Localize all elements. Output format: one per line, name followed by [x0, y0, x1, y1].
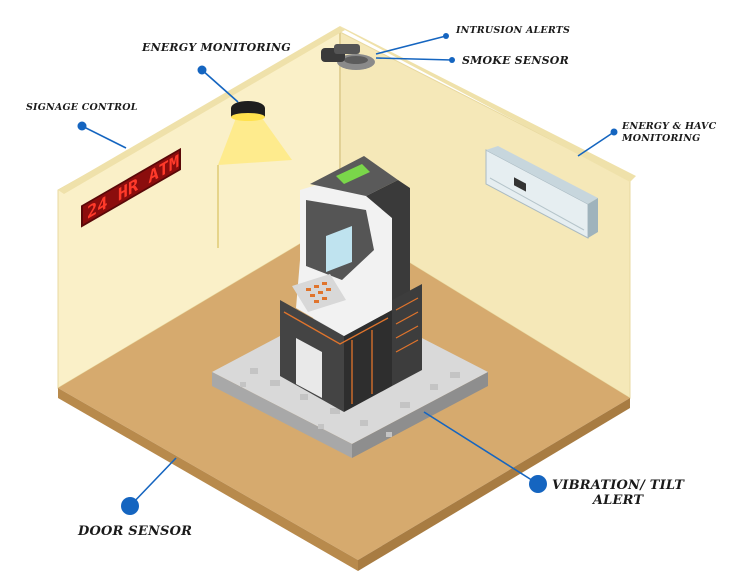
floor-edge-left — [58, 388, 358, 571]
label-smoke-sensor: SMOKE SENSOR — [462, 54, 569, 67]
label-intrusion-alerts: INTRUSION ALERTS — [456, 25, 571, 36]
sign-board — [81, 147, 181, 228]
right-wall-trim — [340, 26, 636, 182]
label-door-sensor: DOOR SENSOR — [78, 524, 193, 539]
ac-vent — [489, 177, 585, 231]
pointer-line-energy-havc — [577, 131, 615, 157]
atm-screen — [326, 226, 352, 272]
ac-top — [486, 146, 598, 204]
dot-vibration — [529, 475, 547, 493]
label-vibration-line2: ALERT — [592, 493, 644, 508]
smoke-sensor-ring — [344, 56, 368, 64]
label-vibration-tilt-alert: VIBRATION/ TILT ALERT — [552, 478, 684, 508]
air-conditioner — [485, 146, 598, 239]
label-vibration-line1: VIBRATION/ TILT — [552, 478, 685, 493]
ac-side — [588, 198, 598, 238]
dot-smoke-sensor — [449, 57, 455, 63]
ac-display — [514, 177, 526, 192]
ceiling-lamp-shade — [231, 108, 265, 117]
dot-intrusion-alerts — [443, 33, 449, 39]
left-wall-trim — [58, 26, 345, 194]
ceiling-lamp-glow — [231, 113, 265, 121]
label-energy-monitoring: ENERGY MONITORING — [142, 41, 291, 54]
dot-energy-monitoring — [197, 65, 207, 75]
pointer-line-vibration — [423, 411, 539, 485]
pointer-line-intrusion-alerts — [375, 35, 447, 55]
intrusion-camera-body — [334, 44, 360, 54]
atm-door — [296, 338, 322, 398]
floor-edge-right — [358, 398, 630, 571]
label-energy-havc: ENERGY & HAVC MONITORING — [622, 121, 716, 145]
dot-energy-havc — [610, 128, 618, 136]
atm-cabinet-vents — [395, 297, 419, 353]
label-energy-havc-line2: MONITORING — [622, 133, 701, 144]
light-cone — [218, 118, 292, 165]
atm-keypad — [306, 282, 331, 303]
atm-cabinet-front — [392, 284, 422, 386]
dot-door-sensor — [121, 497, 139, 515]
atm-status-light — [336, 164, 370, 184]
pointer-line-energy-monitoring — [201, 69, 239, 103]
dot-signage-control — [77, 121, 87, 131]
atm-right-tower — [366, 180, 410, 320]
pointer-dots — [77, 33, 618, 515]
pointer-line-door-sensor — [129, 457, 177, 507]
pointer-lines — [81, 35, 615, 507]
pointer-line-signage-control — [81, 125, 127, 149]
atm-machine — [280, 156, 422, 412]
pointer-line-smoke-sensor — [375, 57, 453, 61]
platform-left — [212, 372, 352, 458]
label-energy-havc-line1: ENERGY & HAVC — [622, 121, 717, 132]
atm-orange-trim — [283, 311, 389, 404]
label-signage-control: SIGNAGE CONTROL — [26, 102, 138, 113]
